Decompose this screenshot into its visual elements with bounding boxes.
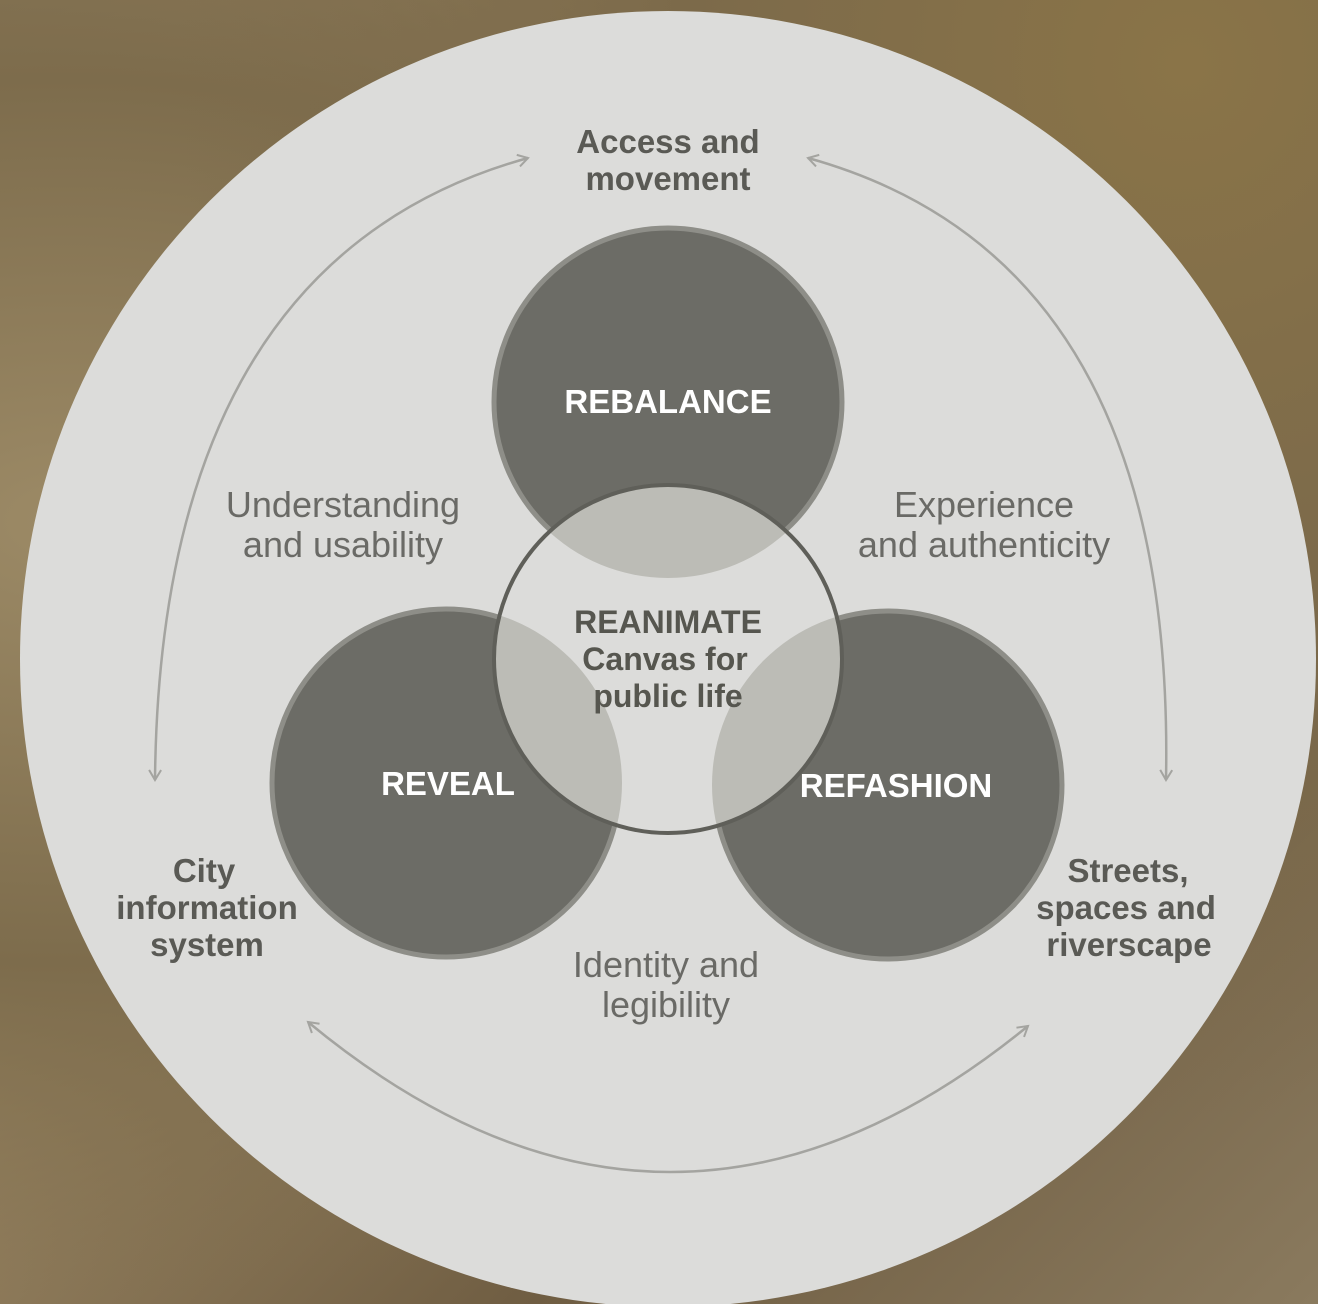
relation-upper-left-line1: Understanding bbox=[226, 484, 460, 525]
center-subtitle-line1: Canvas for bbox=[582, 641, 747, 677]
outcome-left-line2: information bbox=[116, 889, 297, 926]
center-title: REANIMATE bbox=[574, 604, 762, 640]
center-circle-ring bbox=[492, 483, 844, 835]
arrow-left-to-right bbox=[307, 1021, 1030, 1174]
outcome-right-line2: spaces and bbox=[1036, 889, 1216, 926]
theme-label-refashion: REFASHION bbox=[800, 767, 993, 804]
arrow-top-to-left bbox=[148, 156, 529, 782]
relation-bottom-line2: legibility bbox=[602, 984, 730, 1025]
outcome-left-line3: system bbox=[150, 926, 264, 963]
theme-label-reveal: REVEAL bbox=[381, 765, 515, 802]
relation-bottom-line1: Identity and bbox=[573, 944, 759, 985]
relation-upper-left-line2: and usability bbox=[243, 524, 443, 565]
relation-upper-right-line1: Experience bbox=[894, 484, 1074, 525]
theme-label-rebalance: REBALANCE bbox=[564, 383, 771, 420]
outcome-top-line2: movement bbox=[585, 160, 750, 197]
outcome-right-line1: Streets, bbox=[1067, 852, 1188, 889]
relation-upper-right-line2: and authenticity bbox=[858, 524, 1110, 565]
center-subtitle-line2: public life bbox=[593, 678, 742, 714]
outcome-top-line1: Access and bbox=[576, 123, 759, 160]
outcome-left-line1: City bbox=[173, 852, 236, 889]
outcome-right-line3: riverscape bbox=[1046, 926, 1211, 963]
arrow-top-to-right bbox=[807, 156, 1174, 782]
